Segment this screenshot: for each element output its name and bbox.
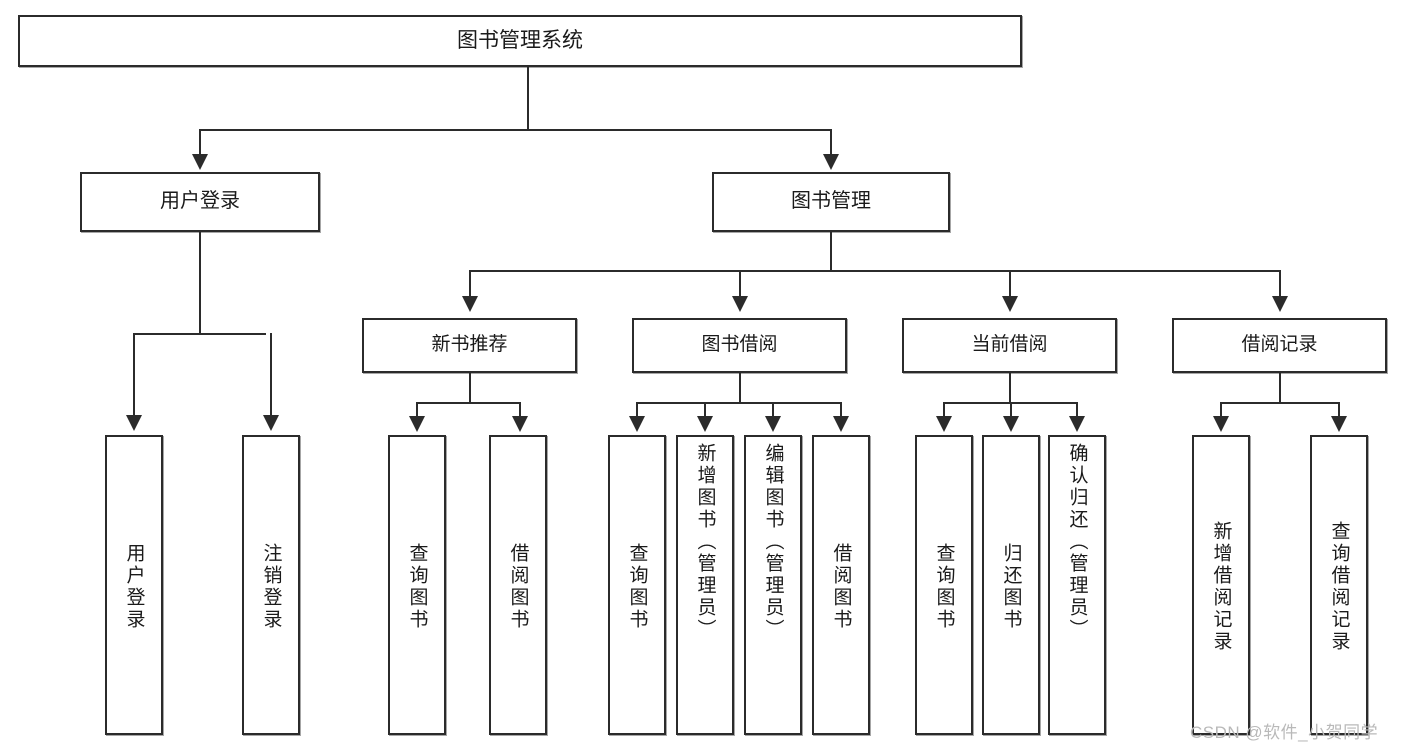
connector-borrowrecord-bus	[1220, 402, 1339, 404]
connector-bookborrow-leaf3	[772, 402, 774, 418]
node-label: 当前借阅	[971, 334, 1048, 356]
connector-borrowrecord-stem	[1279, 373, 1281, 403]
node-book-management[interactable]: 图书管理	[712, 172, 950, 232]
leaf-label: 查询图书	[933, 543, 955, 631]
node-current-borrow[interactable]: 当前借阅	[902, 318, 1117, 373]
node-label: 图书借阅	[701, 334, 778, 356]
connector-userlogin-stem	[199, 232, 201, 334]
leaf-label: 新增借阅记录	[1210, 521, 1232, 653]
connector-bookmgmt-to-record	[1279, 270, 1281, 298]
connector-userlogin-to-leaf1	[133, 333, 135, 417]
leaf-label: 借阅图书	[507, 543, 529, 631]
arrowhead-bookmgmt-newbook	[462, 296, 478, 312]
node-user-login[interactable]: 用户登录	[80, 172, 320, 232]
connector-bookborrow-stem	[739, 373, 741, 403]
connector-newbook-leaf1	[416, 402, 418, 418]
leaf-borrowrecord-add-record[interactable]: 新增借阅记录	[1192, 435, 1250, 735]
connector-root-to-bookmgmt	[830, 129, 832, 156]
leaf-bookborrow-add-book[interactable]: 新增图书（管理员）	[676, 435, 734, 735]
arrowhead-bookborrow-leaf1	[629, 416, 645, 432]
arrowhead-currentborrow-leaf3	[1069, 416, 1085, 432]
node-root-system[interactable]: 图书管理系统	[18, 15, 1022, 67]
node-label: 图书管理	[791, 190, 871, 213]
connector-bookborrow-leaf4	[840, 402, 842, 418]
node-book-borrow[interactable]: 图书借阅	[632, 318, 847, 373]
node-label: 图书管理系统	[457, 28, 583, 52]
leaf-label: 新增图书（管理员）	[694, 443, 716, 641]
leaf-label: 归还图书	[1000, 543, 1022, 631]
leaf-bookborrow-query-book[interactable]: 查询图书	[608, 435, 666, 735]
connector-root-stem	[527, 67, 529, 130]
arrowhead-newbook-leaf2	[512, 416, 528, 432]
arrowhead-newbook-leaf1	[409, 416, 425, 432]
leaf-bookborrow-edit-book[interactable]: 编辑图书（管理员）	[744, 435, 802, 735]
leaf-currentborrow-query-book[interactable]: 查询图书	[915, 435, 973, 735]
connector-bookmgmt-to-borrow	[739, 270, 741, 298]
arrowhead-bookmgmt-borrow	[732, 296, 748, 312]
node-label: 用户登录	[160, 190, 240, 213]
leaf-label: 查询图书	[626, 543, 648, 631]
leaf-label: 编辑图书（管理员）	[762, 443, 784, 641]
leaf-label: 查询图书	[406, 543, 428, 631]
connector-currentborrow-leaf2	[1010, 402, 1012, 418]
csdn-watermark: CSDN @软件_小贺同学	[1190, 723, 1379, 742]
connector-bookmgmt-to-newbook	[469, 270, 471, 298]
connector-bookmgmt-stem	[830, 232, 832, 272]
arrowhead-userlogin-leaf1	[126, 415, 142, 431]
arrowhead-userlogin-leaf2	[263, 415, 279, 431]
arrowhead-bookborrow-leaf4	[833, 416, 849, 432]
connector-bookborrow-bus	[636, 402, 841, 404]
connector-newbook-stem	[469, 373, 471, 403]
leaf-label: 确认归还（管理员）	[1066, 443, 1088, 641]
arrowhead-bookmgmt-current	[1002, 296, 1018, 312]
leaf-label: 查询借阅记录	[1328, 521, 1350, 653]
node-label: 新书推荐	[431, 334, 508, 356]
leaf-user-login-login[interactable]: 用户登录	[105, 435, 163, 735]
arrowhead-borrowrecord-leaf1	[1213, 416, 1229, 432]
arrowhead-root-to-bookmgmt	[823, 154, 839, 170]
connector-currentborrow-leaf1	[943, 402, 945, 418]
leaf-borrowrecord-query-record[interactable]: 查询借阅记录	[1310, 435, 1368, 735]
leaf-user-login-logout[interactable]: 注销登录	[242, 435, 300, 735]
connector-borrowrecord-leaf1	[1220, 402, 1222, 418]
connector-newbook-bus	[416, 402, 521, 404]
leaf-currentborrow-confirm-return[interactable]: 确认归还（管理员）	[1048, 435, 1106, 735]
connector-userlogin-bus	[133, 333, 266, 335]
leaf-newbook-borrow-book[interactable]: 借阅图书	[489, 435, 547, 735]
node-borrow-record[interactable]: 借阅记录	[1172, 318, 1387, 373]
connector-userlogin-to-leaf2	[270, 333, 272, 417]
leaf-label: 借阅图书	[830, 543, 852, 631]
arrowhead-bookmgmt-record	[1272, 296, 1288, 312]
leaf-label: 注销登录	[260, 543, 282, 631]
arrowhead-bookborrow-leaf2	[697, 416, 713, 432]
connector-currentborrow-stem	[1009, 373, 1011, 403]
connector-newbook-leaf2	[519, 402, 521, 418]
arrowhead-currentborrow-leaf2	[1003, 416, 1019, 432]
leaf-label: 用户登录	[123, 543, 145, 631]
connector-root-bus	[199, 129, 831, 131]
connector-currentborrow-leaf3	[1076, 402, 1078, 418]
node-label: 借阅记录	[1241, 334, 1318, 356]
node-new-book-recommend[interactable]: 新书推荐	[362, 318, 577, 373]
connector-root-to-userlogin	[199, 129, 201, 156]
arrowhead-borrowrecord-leaf2	[1331, 416, 1347, 432]
arrowhead-root-to-userlogin	[192, 154, 208, 170]
connector-bookborrow-leaf2	[704, 402, 706, 418]
leaf-newbook-query-book[interactable]: 查询图书	[388, 435, 446, 735]
connector-bookmgmt-to-current	[1009, 270, 1011, 298]
arrowhead-currentborrow-leaf1	[936, 416, 952, 432]
leaf-bookborrow-borrow-book[interactable]: 借阅图书	[812, 435, 870, 735]
connector-bookborrow-leaf1	[636, 402, 638, 418]
leaf-currentborrow-return-book[interactable]: 归还图书	[982, 435, 1040, 735]
connector-borrowrecord-leaf2	[1338, 402, 1340, 418]
arrowhead-bookborrow-leaf3	[765, 416, 781, 432]
connector-bookmgmt-bus	[469, 270, 1281, 272]
